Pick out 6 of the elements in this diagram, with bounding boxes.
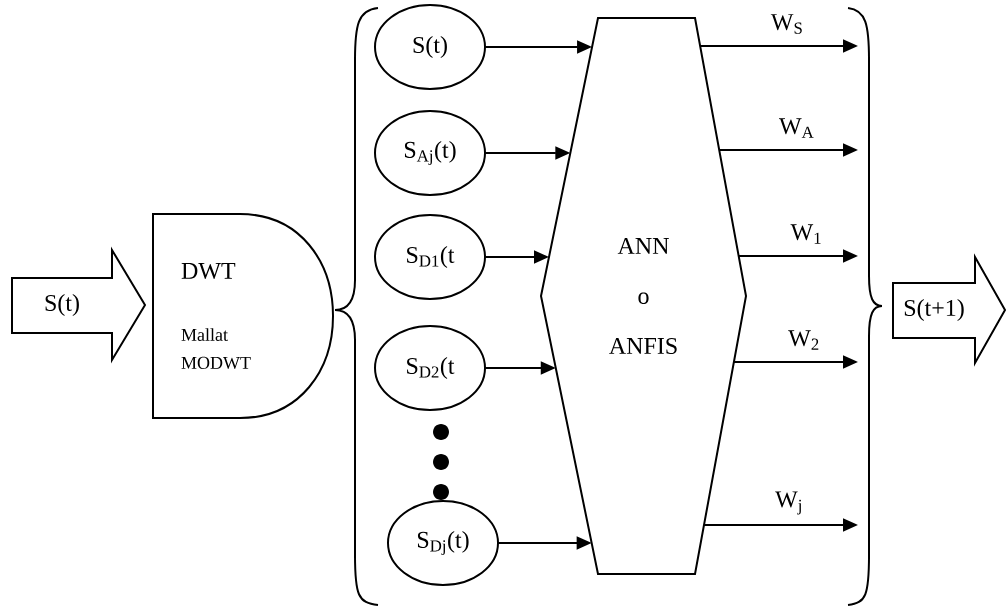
edge-label: W$_{j}$: [774, 490, 804, 516]
edge-label: W$_{1}$: [789, 223, 824, 245]
edge-label: W$_{A}$: [777, 117, 816, 139]
transform-block: DWT Mallat MODWT: [152, 213, 334, 419]
edge-label: W$_{2}$: [787, 329, 821, 351]
edge-label: W$_{S}$: [769, 13, 805, 35]
